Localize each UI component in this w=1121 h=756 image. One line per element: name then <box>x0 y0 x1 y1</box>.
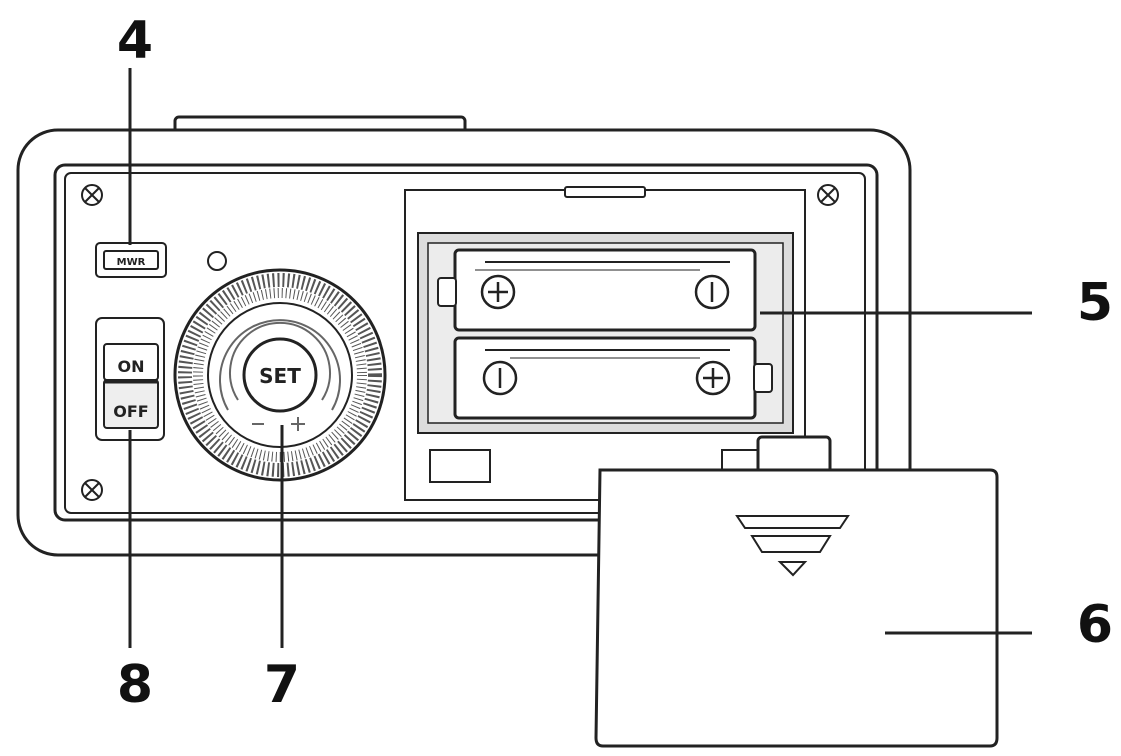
callout-4: 4 <box>117 11 153 71</box>
arrow-down-icon <box>735 515 850 577</box>
callout-8: 8 <box>117 655 153 715</box>
indicator-led <box>207 251 227 271</box>
callout-5: 5 <box>1077 273 1113 333</box>
mwr-button-label: MWR <box>117 257 146 268</box>
screw-icon <box>817 184 839 206</box>
callout-6: 6 <box>1077 595 1113 655</box>
set-button-label: SET <box>259 364 301 388</box>
leader-lines <box>128 68 1032 648</box>
battery-cover[interactable] <box>594 435 999 748</box>
battery-bottom <box>453 336 773 420</box>
power-switch[interactable]: ON OFF <box>95 317 165 441</box>
plus-icon <box>291 417 305 431</box>
callout-7: 7 <box>264 655 300 715</box>
set-button[interactable]: SET <box>242 337 318 413</box>
minus-terminal-icon <box>694 274 730 310</box>
switch-off-label: OFF <box>113 402 148 421</box>
screw-icon <box>81 479 103 501</box>
switch-on-label: ON <box>118 357 145 376</box>
plus-terminal-icon <box>480 274 516 310</box>
plus-terminal-icon <box>695 360 731 396</box>
screw-icon <box>81 184 103 206</box>
mwr-button[interactable]: MWR <box>95 242 167 278</box>
minus-terminal-icon <box>482 360 518 396</box>
battery-top <box>437 248 757 332</box>
